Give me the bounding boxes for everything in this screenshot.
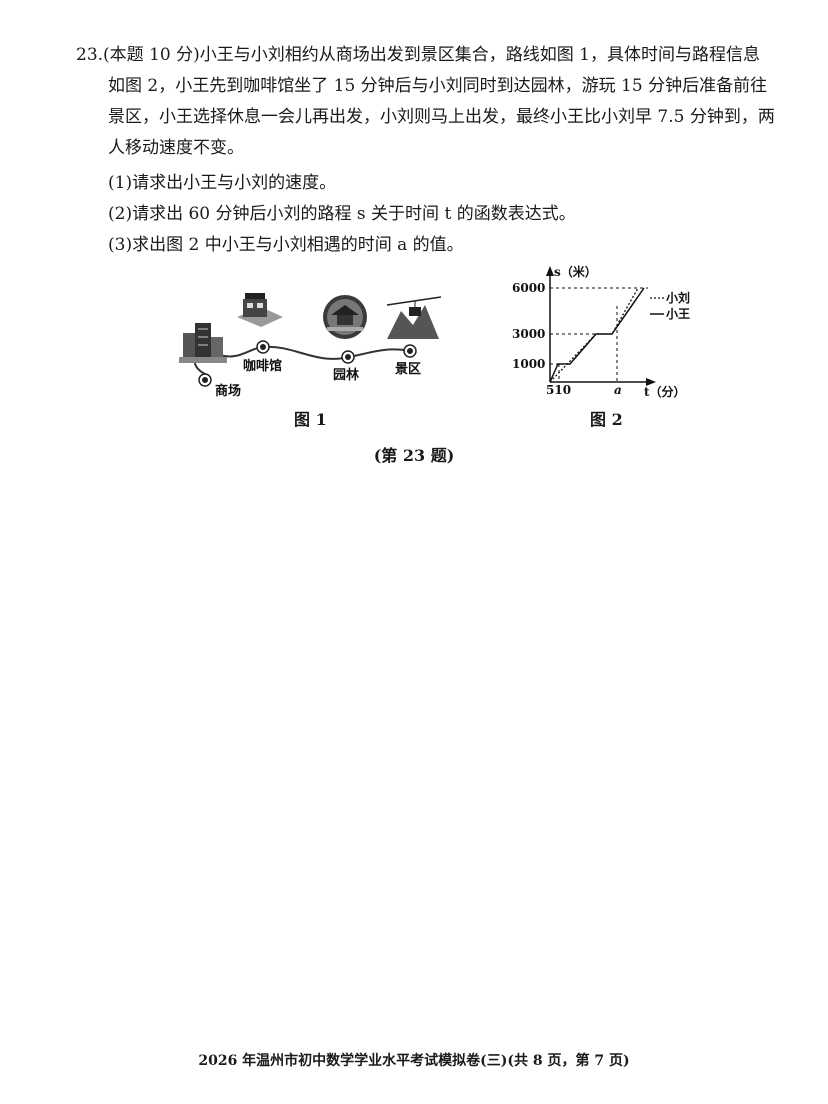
legend-xiaoliu-label: 小刘 (666, 290, 690, 305)
problem-points: (本题 10 分) (103, 45, 200, 65)
stop-scenic-marker (403, 344, 417, 358)
y-tick-1000: 1000 (512, 357, 545, 371)
problem-line-4: 人移动速度不变。 (108, 138, 244, 158)
problem-line-1: 23.(本题 10 分)小王与小刘相约从商场出发到景区集合，路线如图 1，具体时… (76, 40, 794, 71)
label-garden: 园林 (333, 367, 359, 383)
legend-xiaowang-label: 小王 (666, 306, 690, 321)
stop-mall-marker (198, 373, 212, 387)
x-tick-510: 510 (546, 383, 571, 397)
mall-building-icon (179, 323, 227, 363)
cafe-building-icon (237, 293, 283, 327)
garden-pavilion-icon (323, 295, 367, 339)
x-tick-a: a (614, 383, 622, 397)
problem-line-2: 如图 2，小王先到咖啡馆坐了 15 分钟后与小刘同时到达园林，游玩 15 分钟后… (108, 76, 768, 96)
figure-1-route-map: 商场 咖啡馆 园林 景区 (179, 293, 442, 399)
x-axis-label: t（分） (644, 384, 686, 399)
series-xiaoliu-line (549, 287, 639, 383)
label-scenic: 景区 (395, 362, 421, 377)
problem-number: 23. (76, 45, 104, 65)
x-axis-arrow (646, 378, 656, 386)
y-axis-label: s（米） (554, 264, 597, 279)
y-axis-arrow (546, 266, 554, 276)
problem-line-3: 景区，小王选择休息一会儿再出发，小刘则马上出发，最终小王比小刘早 7.5 分钟到… (108, 107, 775, 127)
question-1: (1)请求出小王与小刘的速度。 (108, 173, 337, 193)
question-3: (3)求出图 2 中小王与小刘相遇的时间 a 的值。 (108, 235, 464, 255)
problem-text: 23.(本题 10 分)小王与小刘相约从商场出发到景区集合，路线如图 1，具体时… (76, 40, 794, 164)
label-cafe: 咖啡馆 (243, 358, 282, 374)
route-path (194, 345, 411, 376)
stop-cafe-marker (256, 340, 270, 354)
figure-1-caption: 图 1 (294, 410, 327, 429)
y-tick-3000: 3000 (512, 327, 545, 341)
figure-2-graph: s（米） t（分） 6000 3000 1000 510 a 小刘 小王 (512, 264, 690, 399)
figure-2-caption: 图 2 (590, 410, 623, 429)
question-2: (2)请求出 60 分钟后小刘的路程 s 关于时间 t 的函数表达式。 (108, 204, 576, 224)
stop-garden-marker (341, 350, 355, 364)
series-xiaowang-line (549, 287, 645, 383)
page-footer: 2026 年温州市初中数学学业水平考试模拟卷(三)(共 8 页，第 7 页) (198, 1053, 630, 1069)
problem-caption: (第 23 题) (373, 446, 455, 465)
label-mall: 商场 (215, 383, 241, 399)
y-tick-6000: 6000 (512, 281, 545, 295)
problem-line-1-text: 小王与小刘相约从商场出发到景区集合，路线如图 1，具体时间与路程信息 (199, 45, 760, 65)
scenic-cablecar-icon (386, 296, 442, 339)
